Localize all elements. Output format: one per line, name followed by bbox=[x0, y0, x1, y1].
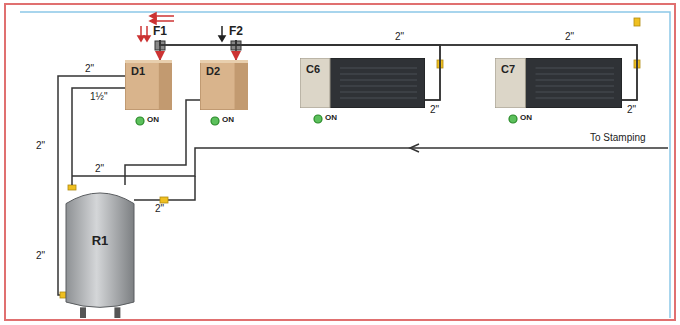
vent-line bbox=[340, 92, 417, 93]
pipe-size-label: 2" bbox=[565, 31, 574, 42]
node-label: C7 bbox=[501, 63, 622, 75]
outer-border bbox=[5, 4, 675, 320]
status-label: ON bbox=[325, 114, 337, 123]
dryer-face bbox=[200, 60, 248, 110]
tank-leg bbox=[114, 307, 120, 318]
pipe-connector bbox=[235, 40, 237, 60]
inner-border bbox=[20, 12, 670, 318]
tank-illustration bbox=[60, 185, 140, 318]
arrow-line bbox=[146, 26, 148, 36]
arrow-line bbox=[156, 20, 174, 22]
node-label: F1 bbox=[151, 25, 170, 38]
dryer-top bbox=[200, 60, 248, 63]
dryer-side bbox=[159, 60, 172, 110]
compressor-box: C7 bbox=[495, 58, 622, 108]
dryer-top bbox=[125, 60, 172, 63]
destination-label: To Stamping bbox=[590, 132, 646, 143]
compressor-box: C6 bbox=[300, 58, 425, 108]
pipe-connector bbox=[159, 40, 161, 60]
pipe-size-label: 2" bbox=[395, 31, 404, 42]
vent-line bbox=[340, 98, 417, 99]
arrow-head bbox=[219, 36, 225, 41]
status-label: ON bbox=[222, 116, 234, 125]
vent-line bbox=[535, 74, 614, 75]
pipe-connector bbox=[72, 88, 125, 185]
valve bbox=[60, 292, 66, 298]
pipe-size-label: 2" bbox=[627, 104, 636, 115]
compressor-body bbox=[495, 58, 622, 108]
node-label: D2 bbox=[206, 65, 248, 77]
vent-line bbox=[535, 92, 614, 93]
vent-line bbox=[535, 86, 614, 87]
tank-body bbox=[66, 193, 134, 307]
on-indicator bbox=[509, 115, 517, 123]
filter-node: F2 bbox=[227, 25, 246, 40]
flow-arrow bbox=[410, 144, 419, 152]
flow-arrows-red bbox=[138, 13, 174, 41]
dryer-side bbox=[235, 60, 248, 110]
vent-line bbox=[340, 86, 417, 87]
vent-line bbox=[535, 98, 614, 99]
vent-line bbox=[340, 74, 417, 75]
stamping-pipe bbox=[72, 148, 668, 176]
pipe-size-label: 2" bbox=[155, 203, 164, 214]
tank-leg bbox=[80, 307, 86, 318]
valve bbox=[68, 185, 76, 190]
on-indicators bbox=[136, 115, 517, 125]
node-label: R1 bbox=[92, 234, 109, 248]
status-label: ON bbox=[520, 114, 532, 123]
vent-line bbox=[340, 80, 417, 81]
vent-line bbox=[340, 68, 417, 69]
on-indicator bbox=[136, 117, 144, 125]
pipe-connector bbox=[125, 100, 200, 185]
valve bbox=[160, 197, 168, 203]
on-indicator bbox=[314, 115, 322, 123]
valve bbox=[634, 18, 640, 26]
receiver-tank: R1 bbox=[60, 185, 140, 318]
status-label: ON bbox=[147, 116, 159, 125]
compressor-body bbox=[300, 58, 425, 108]
dryer-face bbox=[125, 60, 172, 110]
pipe-size-label: 1½" bbox=[90, 91, 107, 102]
valves bbox=[60, 18, 640, 298]
pipe-size-label: 2" bbox=[95, 163, 104, 174]
node-label: F2 bbox=[227, 25, 246, 38]
pipe-size-label: 2" bbox=[36, 250, 45, 261]
pipe-size-label: 2" bbox=[36, 140, 45, 151]
vent-line bbox=[535, 80, 614, 81]
arrow-head bbox=[144, 36, 150, 41]
arrow-head bbox=[150, 18, 156, 24]
dryer-box: D1 bbox=[125, 60, 172, 110]
arrow-head bbox=[138, 36, 144, 41]
node-label: C6 bbox=[306, 63, 425, 75]
filter-node: F1 bbox=[151, 25, 170, 40]
on-indicator bbox=[211, 117, 219, 125]
pipe-size-label: 2" bbox=[430, 104, 439, 115]
vent-line bbox=[535, 68, 614, 69]
pipe-size-label: 2" bbox=[85, 63, 94, 74]
arrow-line bbox=[221, 26, 223, 36]
dryer-box: D2 bbox=[200, 60, 248, 110]
arrow-line bbox=[140, 26, 142, 36]
arrow-line bbox=[156, 15, 174, 17]
node-label: D1 bbox=[131, 65, 172, 77]
receiver-outlet-pipe bbox=[134, 176, 195, 200]
flow-arrow-black bbox=[219, 26, 225, 41]
